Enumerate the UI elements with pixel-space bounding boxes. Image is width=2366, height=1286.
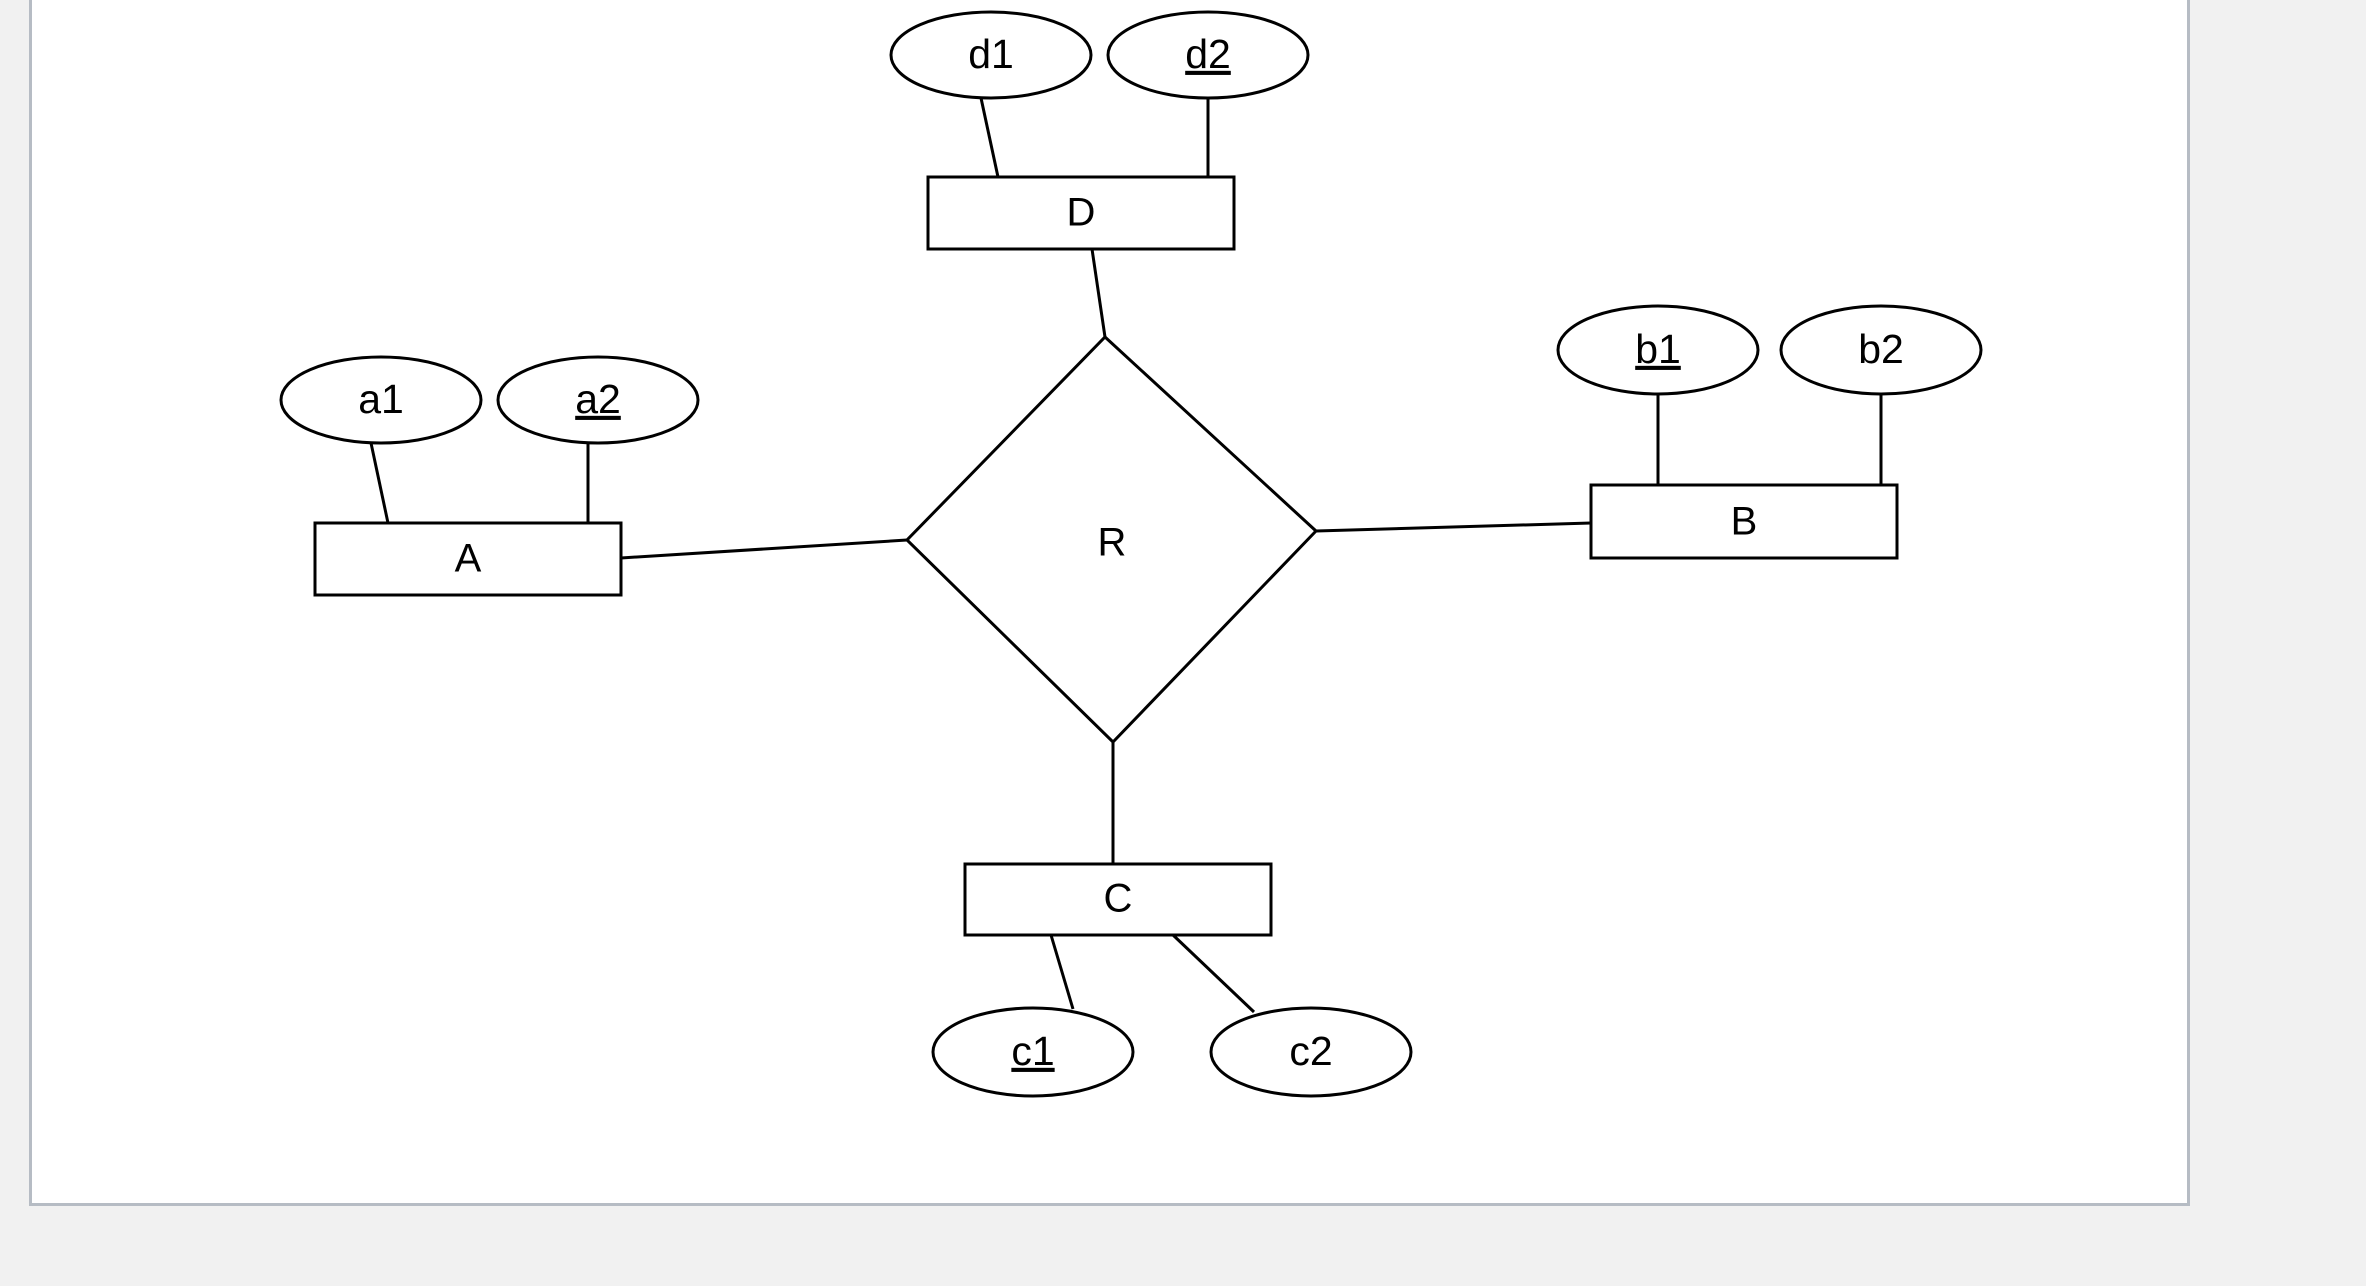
attribute-b1-label: b1 [1635, 326, 1681, 372]
attribute-d1-ellipse[interactable] [889, 10, 1093, 100]
entity-b-box[interactable] [1589, 483, 1899, 560]
attribute-b2[interactable]: b2 [1779, 304, 1983, 396]
edge-entity-c-to-attribute-c1 [1049, 934, 1075, 1010]
attribute-a1-ellipse[interactable] [279, 355, 483, 445]
attribute-edges [369, 97, 1883, 1014]
attribute-a2-ellipse[interactable] [496, 355, 700, 445]
entity-b-label: B [1731, 500, 1758, 544]
entity-c-label: C [1104, 877, 1133, 921]
attribute-c2[interactable]: c2 [1209, 1006, 1413, 1098]
attribute-c1[interactable]: c1 [931, 1006, 1135, 1098]
entity-c-box[interactable] [963, 862, 1273, 937]
attribute-c1-ellipse[interactable] [931, 1006, 1135, 1098]
attribute-d2[interactable]: d2 [1106, 10, 1310, 100]
attribute-c2-label: c2 [1289, 1028, 1332, 1074]
relationship-r[interactable]: R [904, 334, 1319, 745]
attribute-d2-label: d2 [1185, 31, 1231, 77]
entity-d[interactable]: D [926, 175, 1236, 251]
relationship-edges [620, 248, 1592, 864]
entity-a-label: A [455, 537, 482, 581]
relationship-r-label: R [1098, 521, 1127, 565]
edge-attribute-a1-to-entity-a [369, 442, 390, 524]
entity-a[interactable]: A [313, 521, 623, 597]
attribute-a1[interactable]: a1 [279, 355, 483, 445]
attribute-d1[interactable]: d1 [889, 10, 1093, 100]
attribute-a2-label: a2 [575, 376, 621, 422]
edge-entity-c-to-attribute-c2 [1171, 933, 1256, 1014]
attribute-c1-label: c1 [1011, 1028, 1054, 1074]
edge-entity-d-to-relationship [1090, 248, 1107, 338]
entity-d-label: D [1067, 191, 1096, 235]
attribute-b1[interactable]: b1 [1556, 304, 1760, 396]
edge-entity-a-to-relationship [620, 538, 908, 560]
attribute-c2-ellipse[interactable] [1209, 1006, 1413, 1098]
attribute-a1-label: a1 [358, 376, 404, 422]
entity-b[interactable]: B [1589, 483, 1899, 560]
relationship-r-diamond[interactable] [904, 334, 1319, 745]
edge-attribute-d1-to-entity-d [979, 97, 1000, 178]
er-diagram: D d1 d2 A a1 a2 [279, 10, 1983, 1098]
diagram-canvas[interactable]: D d1 d2 A a1 a2 [29, 0, 2190, 1206]
attribute-b2-label: b2 [1858, 326, 1904, 372]
entity-d-box[interactable] [926, 175, 1236, 251]
edge-relationship-to-entity-b [1315, 521, 1592, 533]
attribute-b1-ellipse[interactable] [1556, 304, 1760, 396]
entity-c[interactable]: C [963, 862, 1273, 937]
attribute-d1-label: d1 [968, 31, 1014, 77]
attribute-d2-ellipse[interactable] [1106, 10, 1310, 100]
attribute-b2-ellipse[interactable] [1779, 304, 1983, 396]
entity-a-box[interactable] [313, 521, 623, 597]
attribute-a2[interactable]: a2 [496, 355, 700, 445]
